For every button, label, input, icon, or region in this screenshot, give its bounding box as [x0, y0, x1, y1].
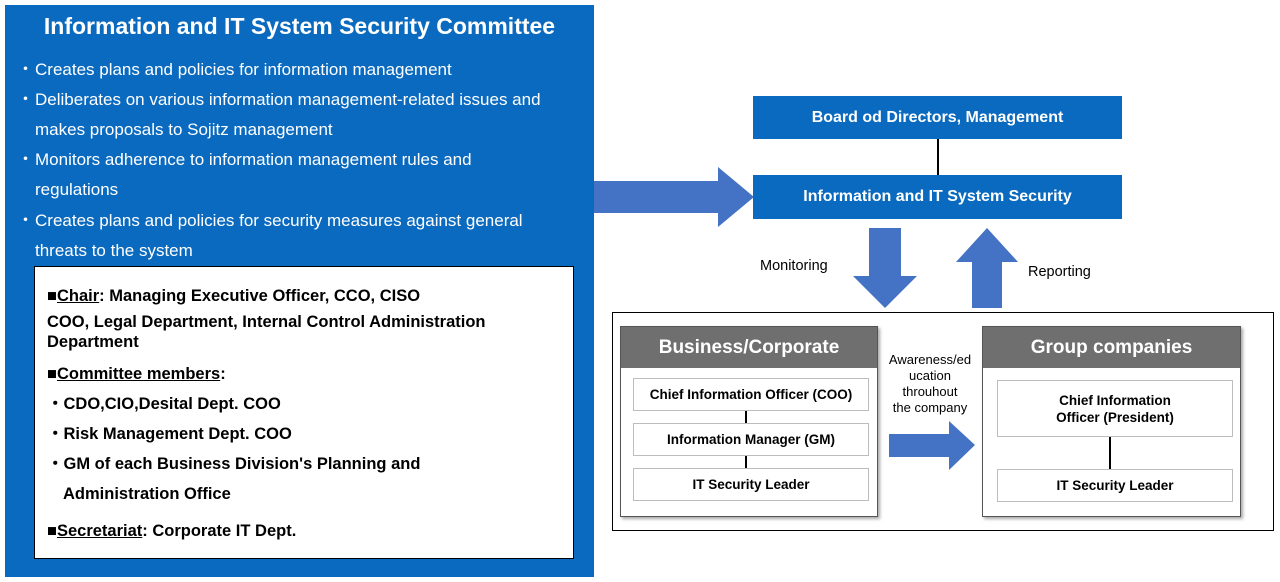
- awareness-line: the company: [892, 400, 968, 415]
- role-connector: [745, 411, 747, 423]
- awareness-label: Awareness/ed ucation throuhout the compa…: [880, 352, 980, 416]
- member-text: CDO,CIO,Desital Dept. COO: [63, 395, 281, 413]
- member-item: ・Risk Management Dept. COO: [47, 424, 292, 444]
- bullet: ・: [47, 455, 64, 473]
- monitoring-arrow: [853, 228, 917, 308]
- awareness-arrow: [889, 421, 975, 470]
- group-role-line: Chief Information: [1059, 392, 1171, 408]
- reporting-arrow: [956, 228, 1018, 308]
- bullet: ・: [17, 150, 34, 169]
- square-marker: ■: [47, 287, 57, 305]
- duty-text-cont: regulations: [35, 180, 119, 199]
- board-box: Board od Directors, Management: [753, 96, 1122, 139]
- member-text: GM of each Business Division's Planning …: [63, 455, 421, 473]
- members-box: ■Chair: Managing Executive Officer, CCO,…: [34, 266, 574, 559]
- bullet: ・: [47, 425, 64, 443]
- chair-line-3: Department: [47, 333, 139, 351]
- duty-text: Monitors adherence to information manage…: [35, 150, 472, 169]
- bullet: ・: [17, 211, 34, 230]
- group-unit: Group companies Chief Information Office…: [982, 326, 1241, 517]
- business-title: Business/Corporate: [621, 327, 877, 368]
- group-title: Group companies: [983, 327, 1240, 368]
- secretariat-line: ■Secretariat: Corporate IT Dept.: [47, 521, 296, 541]
- group-role: IT Security Leader: [997, 469, 1233, 502]
- secretariat-text: : Corporate IT Dept.: [142, 522, 297, 540]
- chair-text: : Managing Executive Officer, CCO, CISO: [99, 287, 421, 305]
- member-item: ・GM of each Business Division's Planning…: [47, 454, 420, 474]
- member-item: ・CDO,CIO,Desital Dept. COO: [47, 394, 281, 414]
- member-text: Risk Management Dept. COO: [63, 425, 292, 443]
- awareness-line: Awareness/ed: [888, 352, 972, 367]
- committee-members-line: ■Committee members:: [47, 364, 226, 384]
- organization-frame: [612, 312, 1274, 531]
- duty-item: ・Deliberates on various information mana…: [17, 85, 582, 145]
- group-role-line: Officer (President): [1056, 409, 1174, 425]
- chair-line: ■Chair: Managing Executive Officer, CCO,…: [47, 286, 420, 306]
- role-connector: [745, 456, 747, 468]
- chair-line-2: COO, Legal Department, Internal Control …: [47, 313, 486, 331]
- business-unit: Business/Corporate Chief Information Off…: [620, 326, 878, 517]
- reporting-label: Reporting: [1028, 264, 1091, 280]
- duty-text-cont: threats to the system: [35, 241, 193, 260]
- bullet: ・: [47, 395, 64, 413]
- secretariat-label: Secretariat: [56, 522, 143, 540]
- duty-text: Deliberates on various information manag…: [35, 90, 541, 109]
- security-box: Information and IT System Security: [753, 175, 1122, 219]
- group-role: Chief Information Officer (President): [997, 380, 1233, 437]
- business-role: Chief Information Officer (COO): [633, 378, 869, 411]
- chair-label: Chair: [56, 287, 100, 305]
- business-role: Information Manager (GM): [633, 423, 869, 456]
- square-marker: ■: [47, 522, 57, 540]
- square-marker: ■: [47, 365, 57, 383]
- bullet: ・: [17, 60, 34, 79]
- duty-item: ・Monitors adherence to information manag…: [17, 145, 582, 205]
- business-role: IT Security Leader: [633, 468, 869, 501]
- monitoring-label: Monitoring: [760, 258, 828, 274]
- duty-text-cont: makes proposals to Sojitz management: [35, 120, 333, 139]
- member-item-cont: Administration Office: [63, 485, 231, 503]
- awareness-line: ucation: [909, 368, 951, 383]
- awareness-line: throuhout: [902, 384, 958, 399]
- committee-to-security-arrow: [594, 167, 754, 227]
- bullet: ・: [17, 90, 34, 109]
- committee-members-label: Committee members: [56, 365, 221, 383]
- duty-item: ・Creates plans and policies for informat…: [17, 55, 582, 85]
- colon: :: [220, 365, 226, 383]
- duty-text: Creates plans and policies for informati…: [35, 60, 452, 79]
- committee-title: Information and IT System Security Commi…: [43, 13, 556, 39]
- duty-item: ・Creates plans and policies for security…: [17, 206, 582, 266]
- duty-text: Creates plans and policies for security …: [35, 211, 523, 230]
- board-security-connector: [937, 139, 939, 175]
- role-connector: [1109, 437, 1111, 469]
